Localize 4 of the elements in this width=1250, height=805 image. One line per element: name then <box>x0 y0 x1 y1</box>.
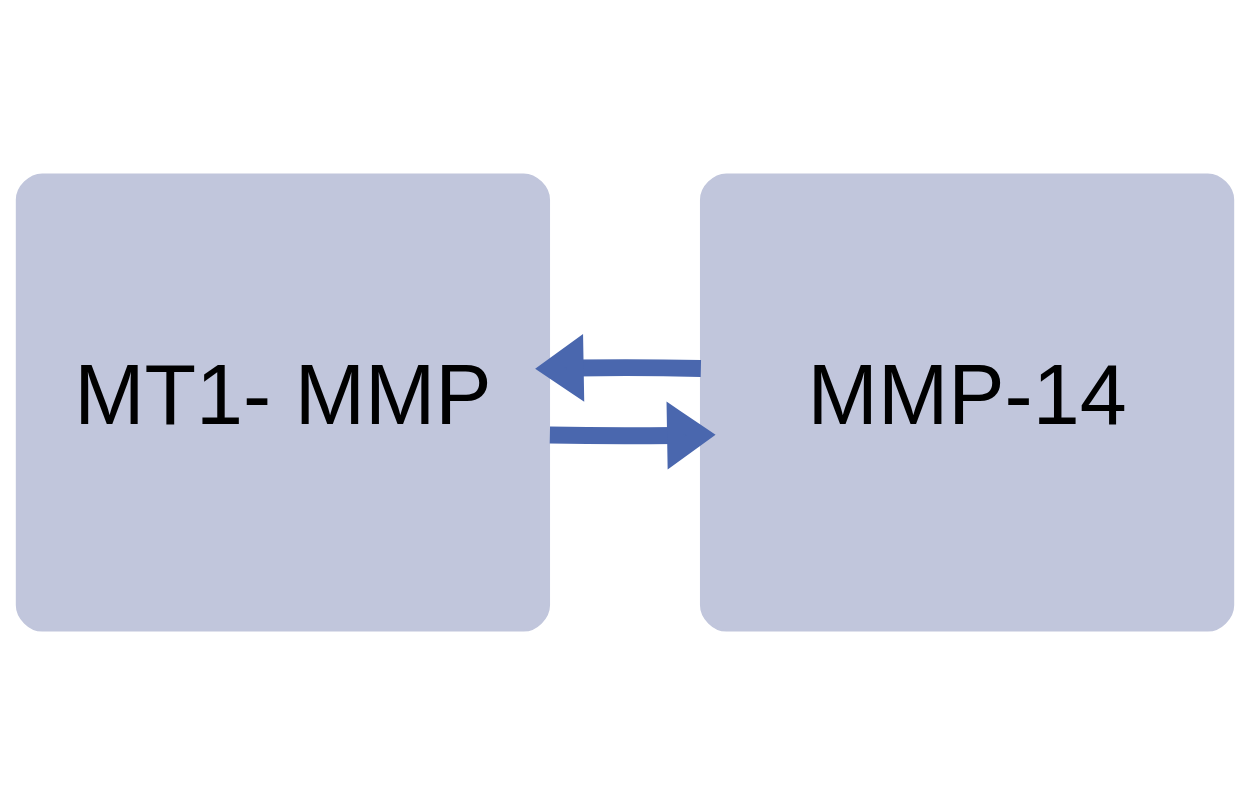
arrow <box>535 333 702 402</box>
node-box: MT1- MMP <box>15 173 551 632</box>
node-box: MMP-14 <box>699 173 1235 632</box>
arrow <box>549 401 716 470</box>
